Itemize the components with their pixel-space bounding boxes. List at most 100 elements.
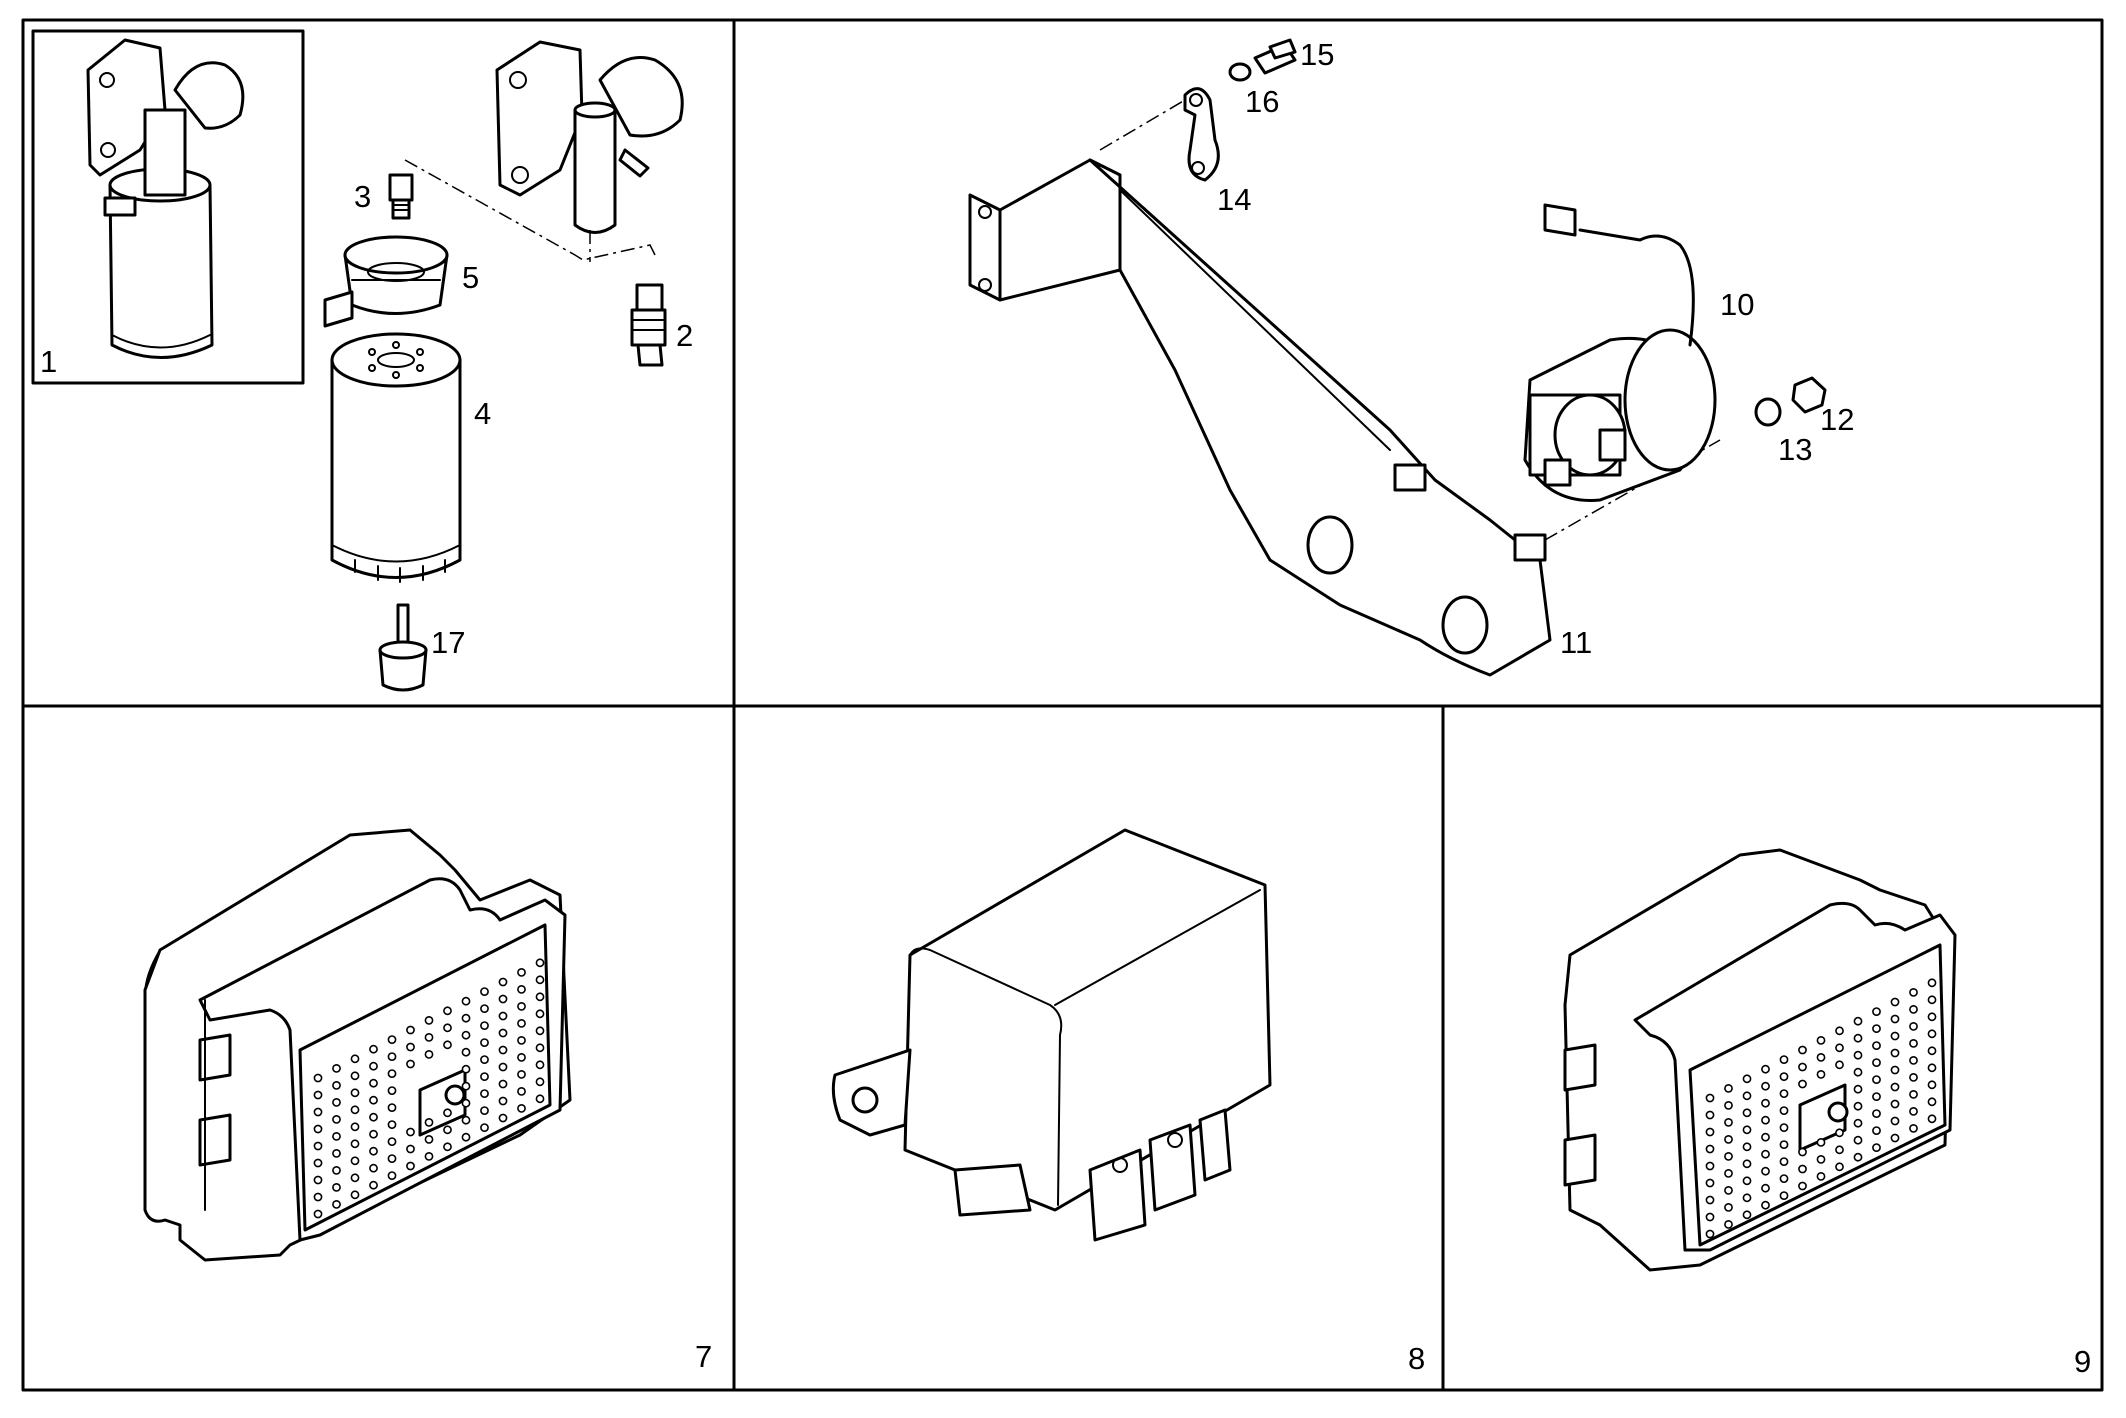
connector-pin bbox=[1909, 1039, 1918, 1048]
connector-pin bbox=[517, 1087, 526, 1096]
connector-pin bbox=[443, 1142, 452, 1152]
panel-control-unit-9 bbox=[1563, 848, 1957, 1272]
bracket-icon bbox=[968, 158, 1552, 677]
connector-pin bbox=[1779, 1072, 1789, 1081]
bolt-icon bbox=[1253, 38, 1297, 75]
connector-pin bbox=[1779, 1191, 1789, 1200]
connector-pin bbox=[1761, 1200, 1770, 1210]
connector-pin bbox=[517, 968, 526, 977]
connector-pin bbox=[424, 1050, 434, 1059]
connector-pin bbox=[350, 1105, 360, 1115]
connector-pin bbox=[332, 1183, 341, 1192]
connector-pin bbox=[461, 1132, 471, 1142]
connector-pin bbox=[313, 1209, 323, 1219]
connector-pin bbox=[350, 1156, 360, 1166]
connector-pin bbox=[1927, 1046, 1937, 1056]
connector-pin bbox=[424, 1033, 434, 1042]
plug-screw-icon bbox=[388, 173, 414, 220]
connector-pin bbox=[350, 1071, 360, 1081]
connector-pin bbox=[1872, 1075, 1881, 1084]
connector-pin bbox=[313, 1090, 323, 1100]
connector-pin bbox=[461, 1030, 471, 1040]
connector-pin bbox=[1872, 1126, 1881, 1135]
callout-3: 3 bbox=[354, 179, 371, 214]
connector-pin bbox=[313, 1073, 323, 1083]
connector-pin bbox=[1835, 1043, 1844, 1053]
connector-pin bbox=[1724, 1220, 1733, 1229]
connector-pin bbox=[350, 1173, 360, 1183]
connector-pin bbox=[1779, 1089, 1789, 1098]
connector-pin bbox=[1742, 1210, 1752, 1220]
connector-pin bbox=[535, 1094, 545, 1104]
connector-pin bbox=[1835, 1162, 1844, 1172]
connector-pin bbox=[535, 1009, 545, 1019]
connector-pin bbox=[369, 1095, 378, 1105]
connector-pin bbox=[387, 1069, 397, 1078]
connector-pin bbox=[1705, 1178, 1715, 1188]
connector-pin bbox=[332, 1081, 341, 1090]
connector-pin bbox=[1742, 1142, 1752, 1152]
connector-pin bbox=[1890, 1065, 1900, 1075]
connector-pin bbox=[406, 1127, 415, 1137]
connector-pin bbox=[1816, 1172, 1826, 1181]
callout-16: 16 bbox=[1245, 84, 1279, 119]
connector-pin bbox=[1927, 1114, 1937, 1124]
connector-pin bbox=[1761, 1149, 1770, 1159]
connector-pin bbox=[443, 1125, 452, 1135]
callout-8: 8 bbox=[1408, 1341, 1425, 1376]
connector-pin bbox=[1853, 1101, 1863, 1111]
connector-pin bbox=[369, 1146, 378, 1156]
connector-pin bbox=[1724, 1084, 1733, 1093]
connector-pin bbox=[1909, 988, 1918, 997]
connector-pin bbox=[1705, 1093, 1715, 1103]
connector-pin bbox=[498, 1079, 508, 1089]
connector-pin bbox=[369, 1044, 378, 1054]
connector-pin bbox=[1724, 1186, 1733, 1195]
connector-pin bbox=[498, 1011, 508, 1021]
connector-pin bbox=[406, 1025, 415, 1035]
connector-pin bbox=[480, 1123, 489, 1132]
connector-pin bbox=[1798, 1164, 1807, 1174]
connector-pin bbox=[498, 1113, 508, 1123]
connector-pin bbox=[1872, 1041, 1881, 1050]
connector-pin bbox=[1909, 1005, 1918, 1014]
connector-pin bbox=[1816, 1036, 1826, 1045]
connector-pin bbox=[1909, 1056, 1918, 1065]
connector-pin bbox=[332, 1200, 341, 1209]
connector-pin bbox=[461, 1115, 471, 1125]
connector-pin bbox=[1742, 1193, 1752, 1203]
connector-pin bbox=[332, 1064, 341, 1073]
connector-pin bbox=[1742, 1091, 1752, 1101]
connector-pin bbox=[1761, 1183, 1770, 1193]
connector-pin bbox=[498, 1045, 508, 1055]
connector-pin bbox=[424, 1118, 434, 1127]
connector-pin bbox=[535, 958, 545, 968]
connector-pin bbox=[1724, 1203, 1733, 1212]
connector-pin bbox=[1705, 1127, 1715, 1137]
connector-pin bbox=[1816, 1138, 1826, 1147]
connector-pin bbox=[1798, 1045, 1807, 1055]
connector-pin bbox=[535, 1043, 545, 1053]
connector-pin bbox=[1890, 1099, 1900, 1109]
panel-grid bbox=[21, 18, 2104, 1392]
connector-pin bbox=[1705, 1229, 1715, 1239]
connector-pin bbox=[498, 994, 508, 1004]
connector-pin bbox=[1909, 1073, 1918, 1082]
connector-pin bbox=[313, 1141, 323, 1151]
connector-pin bbox=[1779, 1174, 1789, 1183]
connector-pin bbox=[1761, 1166, 1770, 1176]
connector-pin bbox=[369, 1163, 378, 1173]
connector-pin bbox=[480, 1072, 489, 1081]
connector-pin bbox=[480, 1089, 489, 1098]
connector-pin bbox=[480, 1055, 489, 1064]
connector-pin bbox=[369, 1078, 378, 1088]
clamp-icon bbox=[1183, 87, 1220, 182]
callout-1: 1 bbox=[40, 344, 57, 379]
connector-pin bbox=[1853, 1118, 1863, 1128]
connector-pin bbox=[1927, 1029, 1937, 1039]
connector-pin bbox=[1890, 1133, 1900, 1143]
connector-pin bbox=[1779, 1106, 1789, 1115]
connector-pin bbox=[387, 1103, 397, 1112]
connector-pin bbox=[424, 1152, 434, 1161]
connector-pin bbox=[424, 1016, 434, 1025]
